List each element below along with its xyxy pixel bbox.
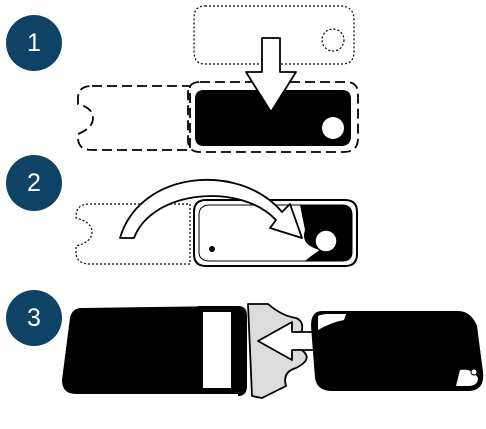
step-badge-1: 1 [6, 15, 62, 71]
step-3-illustration [62, 303, 484, 399]
camera-cutout [314, 229, 338, 253]
phone-body [310, 311, 484, 391]
step-2-illustration [75, 178, 358, 267]
case-opening [238, 306, 247, 396]
case-body [62, 306, 228, 394]
step-number-3: 3 [27, 303, 41, 332]
camera-cutout-dotted [321, 28, 345, 52]
step-number-2: 2 [27, 168, 41, 197]
flip-arrow-icon [119, 178, 303, 239]
left-arrow-icon [257, 321, 317, 361]
step-1-illustration [77, 5, 359, 153]
phone-back-dashed-frame [187, 81, 359, 153]
case-white-band [203, 312, 231, 388]
step-number-1: 1 [27, 28, 41, 57]
sensor-dot [209, 246, 215, 252]
backing-sheet-dashed [77, 85, 191, 151]
backing-sheet-dotted [75, 203, 191, 265]
camera-lens [322, 117, 344, 139]
down-arrow-icon [245, 37, 297, 113]
phone-back-panel [195, 90, 351, 146]
protector-outline-dotted [193, 5, 355, 65]
step-badge-2: 2 [6, 155, 62, 211]
step-badge-3: 3 [6, 290, 62, 346]
phone-corner-highlight [318, 314, 346, 330]
phone-port-dot [470, 368, 478, 376]
